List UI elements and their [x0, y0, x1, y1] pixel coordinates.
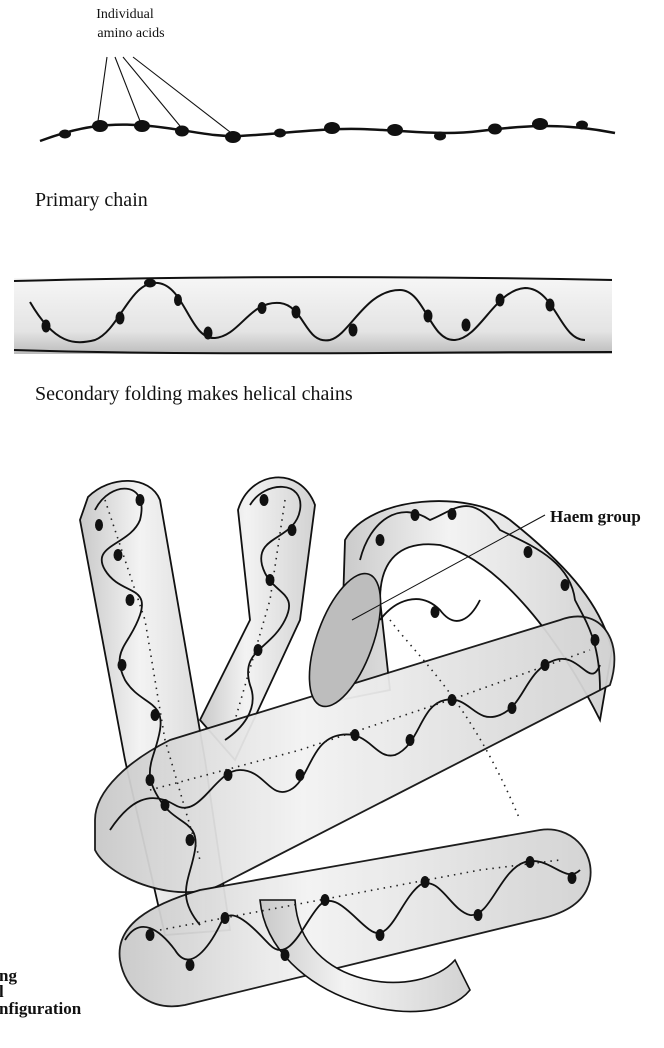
tertiary-amino-acid: [524, 546, 533, 558]
tertiary-structure-group: [80, 477, 614, 1011]
tertiary-amino-acid: [224, 769, 233, 781]
secondary-amino-acid: [258, 302, 267, 314]
tertiary-amino-acid: [136, 494, 145, 506]
tertiary-amino-acid: [421, 876, 430, 888]
secondary-chain-group: [14, 277, 612, 354]
tertiary-amino-acid: [266, 574, 275, 586]
primary-amino-acid: [225, 131, 241, 143]
tertiary-amino-acid: [221, 912, 230, 924]
secondary-amino-acid: [349, 324, 358, 337]
leader-line: [98, 57, 107, 121]
secondary-amino-acid: [116, 312, 125, 325]
primary-amino-acid: [387, 124, 403, 136]
primary-chain-group: [40, 57, 615, 143]
secondary-amino-acid: [204, 327, 213, 340]
tertiary-amino-acid: [411, 509, 420, 521]
tertiary-amino-acid: [146, 774, 155, 786]
tertiary-amino-acid: [448, 694, 457, 706]
tertiary-amino-acid: [146, 929, 155, 941]
primary-amino-acid: [274, 129, 286, 138]
tertiary-amino-acid: [254, 644, 263, 656]
tertiary-amino-acid: [406, 734, 415, 746]
secondary-amino-acid: [292, 306, 301, 319]
secondary-amino-acid: [144, 279, 156, 288]
primary-amino-acid: [434, 132, 446, 141]
primary-amino-acid: [324, 122, 340, 134]
primary-amino-acid: [576, 121, 588, 130]
tertiary-amino-acid: [118, 659, 127, 671]
tertiary-amino-acid: [151, 709, 160, 721]
tertiary-amino-acid: [95, 519, 103, 531]
tertiary-amino-acid: [474, 909, 483, 921]
tertiary-amino-acid: [288, 524, 297, 536]
tertiary-amino-acid: [431, 606, 440, 618]
secondary-amino-acid: [462, 319, 471, 332]
primary-amino-acid: [175, 126, 189, 137]
tertiary-amino-acid: [526, 856, 535, 868]
secondary-amino-acid: [496, 294, 505, 307]
tertiary-amino-acid: [541, 659, 550, 671]
tertiary-amino-acid: [508, 702, 517, 714]
individual-amino-acids-label-line2: amino acids: [0, 26, 463, 42]
primary-amino-acid: [488, 124, 502, 135]
primary-chain-label: Primary chain: [35, 189, 148, 212]
secondary-folding-label: Secondary folding makes helical chains: [35, 383, 353, 406]
tertiary-amino-acid: [351, 729, 360, 741]
tertiary-amino-acid: [568, 872, 577, 884]
amino-acid-leader-lines: [98, 57, 230, 132]
secondary-amino-acid: [42, 320, 51, 333]
secondary-tube-fill: [14, 278, 612, 354]
leader-line: [115, 57, 140, 121]
individual-amino-acids-label-line1: Individual: [0, 7, 457, 23]
secondary-amino-acid: [546, 299, 555, 312]
tertiary-amino-acid: [321, 894, 330, 906]
primary-amino-acid: [92, 120, 108, 132]
secondary-amino-acid: [424, 310, 433, 323]
tertiary-amino-acid: [296, 769, 305, 781]
tertiary-amino-acid: [161, 799, 170, 811]
haem-group-label: Haem group: [550, 507, 641, 527]
secondary-amino-acid: [174, 294, 182, 306]
tertiary-amino-acid: [114, 549, 123, 561]
tertiary-label-line3: nfiguration: [0, 999, 81, 1019]
tertiary-amino-acid: [126, 594, 135, 606]
tertiary-amino-acid: [376, 929, 385, 941]
tertiary-amino-acid: [376, 534, 385, 546]
tertiary-amino-acid: [591, 634, 600, 646]
primary-amino-acid: [532, 118, 548, 130]
leader-line: [133, 57, 230, 132]
primary-amino-acid: [59, 130, 71, 139]
tertiary-amino-acid: [561, 579, 570, 591]
leader-line: [123, 57, 180, 126]
tertiary-amino-acid: [260, 494, 269, 506]
tertiary-amino-acid: [448, 508, 457, 520]
tertiary-amino-acid: [281, 949, 290, 961]
primary-amino-acid: [134, 120, 150, 132]
tertiary-amino-acid: [186, 834, 195, 846]
tertiary-amino-acid: [186, 959, 195, 971]
